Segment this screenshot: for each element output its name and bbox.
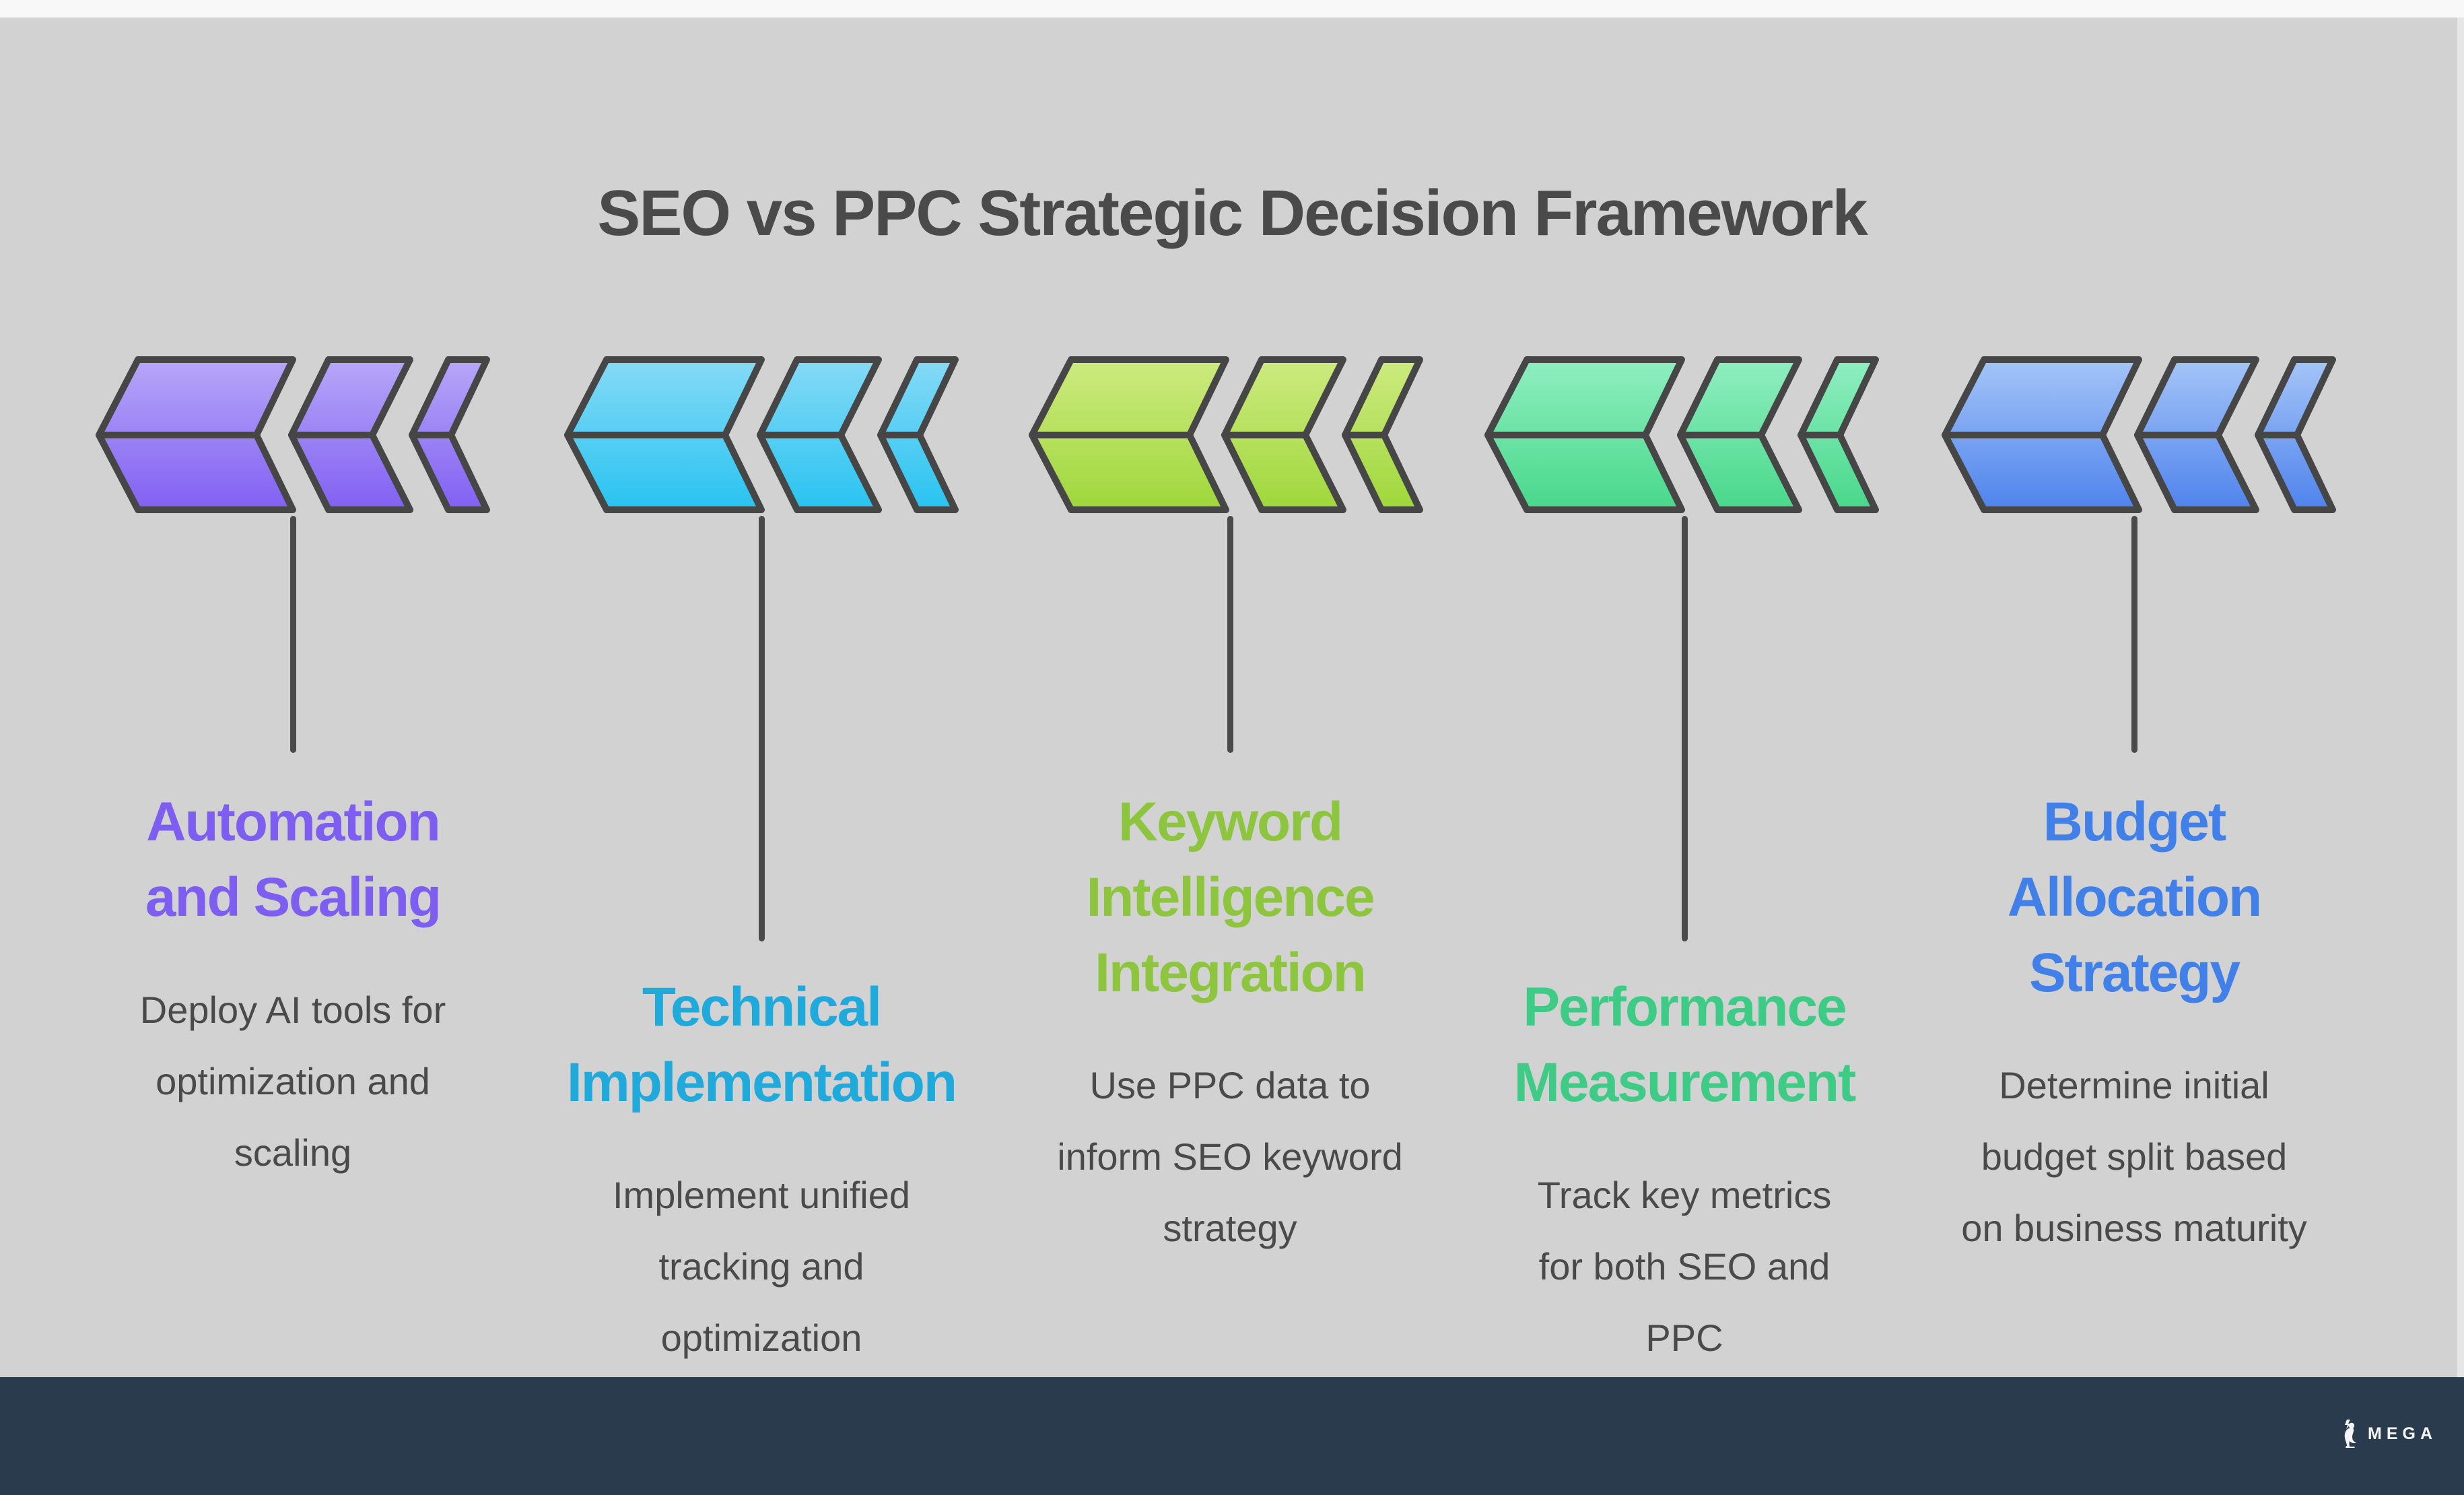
step-description: Determine initial budget split based on bu…: [1919, 1050, 2350, 1264]
triple-chevron-icon: [1942, 356, 2336, 513]
top-border-strip: [0, 0, 2464, 18]
step-heading-line: Automation: [146, 791, 440, 853]
step-description-line: inform SEO keyword: [1057, 1135, 1403, 1178]
triple-chevron-icon: [1029, 356, 1423, 513]
footer-bar: MEGA: [0, 1377, 2464, 1495]
connector-line: [290, 516, 296, 753]
brand-logo: MEGA: [2341, 1419, 2437, 1449]
step-description-line: scaling: [234, 1131, 352, 1174]
step-heading-line: Intelligence: [1086, 867, 1375, 928]
step-description-line: tracking and: [658, 1245, 864, 1288]
triple-chevron-icon: [1484, 356, 1879, 513]
step-heading-line: Measurement: [1513, 1052, 1857, 1113]
step-description-line: Deploy AI tools for: [139, 989, 446, 1031]
triple-chevron-icon: [96, 356, 490, 513]
triple-chevron-icon: [564, 356, 959, 513]
mega-figure-icon: [2344, 1420, 2356, 1448]
step-heading-line: Strategy: [2028, 942, 2240, 1003]
step-heading-line: Allocation: [2007, 867, 2262, 928]
step-description: Implement unified tracking and optimizatio…: [546, 1160, 977, 1374]
step-heading-line: Budget: [2043, 791, 2226, 853]
step-description-line: optimization: [660, 1317, 862, 1359]
step-description-line: PPC: [1645, 1317, 1723, 1359]
step-description-line: Determine initial: [1999, 1064, 2269, 1106]
connector-line: [2131, 516, 2137, 753]
connector-line: [759, 516, 765, 941]
step-heading-line: Technical: [642, 976, 882, 1038]
page-title: SEO vs PPC Strategic Decision Framework: [597, 177, 1868, 250]
connector-line: [1227, 516, 1233, 753]
step-description-line: strategy: [1163, 1207, 1297, 1249]
step-heading-line: Keyword: [1118, 791, 1343, 853]
step-heading-line: Performance: [1523, 976, 1847, 1038]
step-heading: Automation and Scaling: [77, 785, 508, 935]
step-heading-line: Integration: [1095, 942, 1367, 1003]
step-description-line: for both SEO and: [1538, 1245, 1830, 1288]
step-description: Use PPC data to inform SEO keyword strateg…: [1015, 1050, 1445, 1264]
step-description-line: optimization and: [156, 1060, 430, 1102]
mega-wordmark: MEGA: [2368, 1424, 2437, 1443]
right-border-strip: [2457, 18, 2464, 1377]
step-description-line: Use PPC data to: [1089, 1064, 1371, 1106]
step-heading-line: and Scaling: [145, 867, 442, 928]
connector-line: [1682, 516, 1688, 941]
step-description-line: Track key metrics: [1537, 1174, 1832, 1216]
step-description: Deploy AI tools for optimization and scali…: [77, 974, 508, 1189]
step-description-line: budget split based: [1981, 1135, 2288, 1178]
step-heading-line: Implementation: [567, 1052, 957, 1113]
step-description-line: on business maturity: [1961, 1207, 2307, 1249]
step-description-line: Implement unified: [612, 1174, 910, 1216]
